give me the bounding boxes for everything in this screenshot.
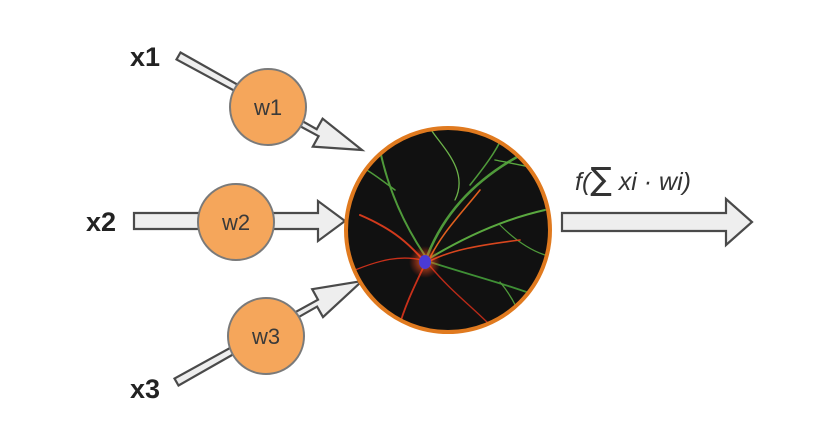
input-label-x2: x2 [86,207,116,237]
weight-label-w3: w3 [251,324,280,349]
weight-label-w1: w1 [253,95,282,120]
input-label-x3: x3 [130,374,160,404]
weight-node-w1: w1 [229,68,307,146]
weight-circle [227,297,305,375]
input-arrow-x1 [174,51,366,152]
neuron-icon [344,126,552,334]
sigma-symbol: ∑ [590,160,612,198]
output-formula: f(∑ xi · wi) [575,160,691,198]
weight-node-w3: w3 [227,297,305,375]
weight-node-w2: w2 [197,183,275,261]
formula-prefix: f( [575,168,593,196]
output-arrow [560,196,754,248]
weight-circle [197,183,275,261]
input-label-x1: x1 [130,42,160,72]
weight-label-w2: w2 [221,210,250,235]
weight-circle [229,68,307,146]
formula-suffix: xi · wi) [612,168,691,196]
